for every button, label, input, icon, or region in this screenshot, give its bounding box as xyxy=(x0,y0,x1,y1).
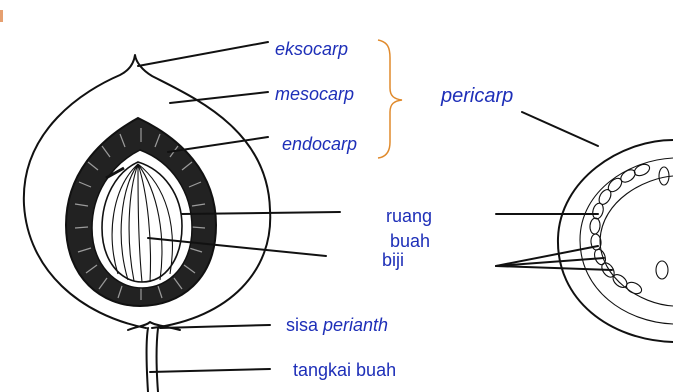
label-eksocarp: eksocarp xyxy=(275,39,348,59)
leader-sisa-perianth xyxy=(160,325,270,328)
label-endocarp: endocarp xyxy=(282,134,357,154)
cross-section-outline xyxy=(558,140,673,342)
label-sisa-perianth: sisa perianth xyxy=(286,315,388,335)
label-pericarp: pericarp xyxy=(440,85,513,107)
label-mesocarp: mesocarp xyxy=(275,84,354,104)
label-perianth-term: perianth xyxy=(322,315,388,335)
leader-pericarp xyxy=(522,112,598,146)
label-tangkai-buah: tangkai buah xyxy=(293,360,396,380)
fruit-cross-section xyxy=(558,140,673,342)
cross-section-inner-wall xyxy=(580,158,673,324)
leader-tangkai-buah xyxy=(150,369,270,372)
label-ruang-buah-line1: ruang xyxy=(386,206,432,226)
leader-lines-right xyxy=(496,112,612,270)
leader-biji-right-3 xyxy=(496,266,612,270)
corner-mark xyxy=(0,10,3,22)
label-sisa-prefix: sisa xyxy=(286,315,323,335)
label-biji: biji xyxy=(382,250,404,270)
fruit-stalk xyxy=(147,328,159,392)
leader-endocarp xyxy=(168,137,268,152)
label-ruang-buah: ruang buah xyxy=(386,206,432,251)
label-ruang-buah-line2: buah xyxy=(390,231,430,251)
pericarp-bracket xyxy=(378,40,402,158)
drupe-longitudinal-section xyxy=(24,55,270,392)
leader-eksocarp xyxy=(138,42,268,66)
